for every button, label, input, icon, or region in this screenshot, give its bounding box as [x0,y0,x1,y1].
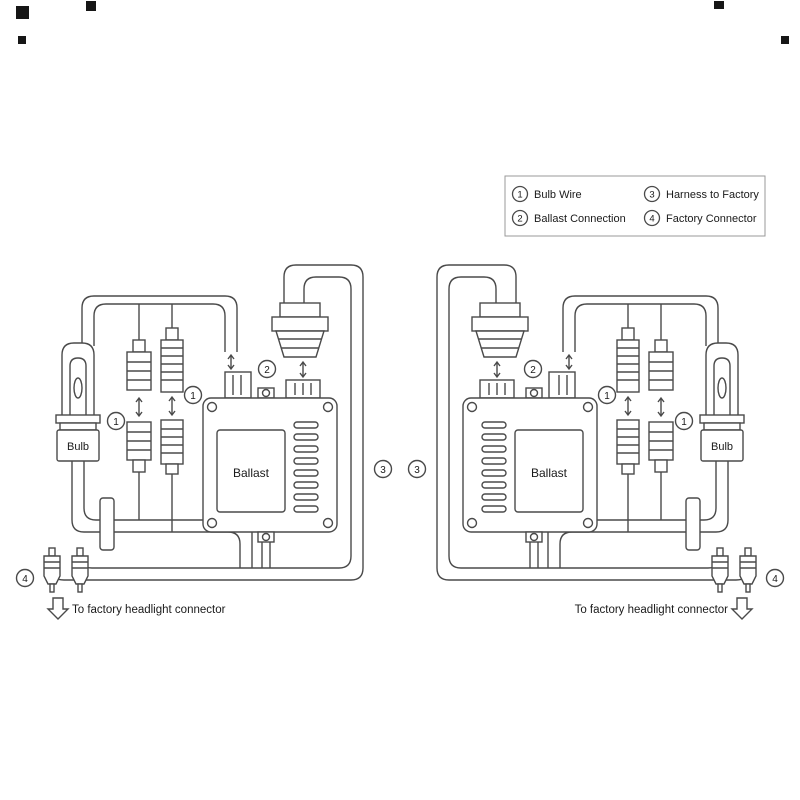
legend-item-2-label: Ballast Connection [534,213,626,225]
legend-circles [511,185,661,227]
legend-item-1-label: Bulb Wire [534,189,582,201]
callout-2: 2 [530,365,536,376]
ballast-label: Ballast [531,466,568,480]
factory-connector-note: To factory headlight connector [575,604,729,616]
legend: 1 Bulb Wire 2 Ballast Connection 3 Harne… [504,175,766,237]
legend-item-3-label: Harness to Factory [666,189,759,201]
callout-2: 2 [264,365,270,376]
legend-item-4-label: Factory Connector [666,213,757,225]
legend-item-2-num: 2 [517,214,522,225]
callout-3: 3 [414,465,420,476]
bulb-label: Bulb [711,441,733,453]
right-diagram-labels: Bulb Ballast 1 1 2 3 4 To factory headli… [414,365,778,616]
bulb-label: Bulb [67,441,89,453]
callout-3: 3 [380,465,386,476]
callout-1: 1 [681,417,687,428]
factory-connector-note: To factory headlight connector [72,604,226,616]
callout-1: 1 [190,391,196,402]
callout-4: 4 [22,574,28,585]
legend-item-1-num: 1 [517,190,522,201]
left-diagram-labels: Bulb Ballast 1 1 2 3 4 To factory headli… [22,365,386,616]
print-artifact-marks [16,1,789,44]
callout-1: 1 [604,391,610,402]
legend-item-4-num: 4 [649,214,654,225]
legend-box [504,175,766,237]
callout-1: 1 [113,417,119,428]
callout-4: 4 [772,574,778,585]
legend-item-3-num: 3 [649,190,654,201]
ballast-label: Ballast [233,466,270,480]
